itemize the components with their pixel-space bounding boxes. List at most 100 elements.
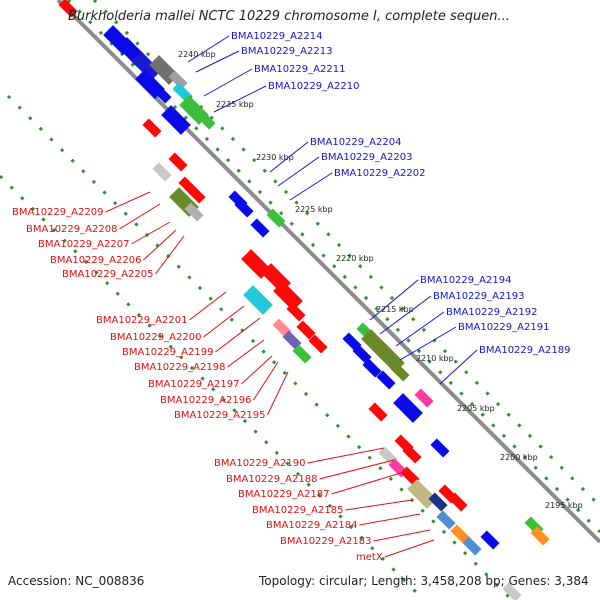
kbp-tick-label: 2210 kbp [416, 354, 454, 363]
reverse-gene-label[interactable]: BMA10229_A2201 [96, 315, 187, 326]
kbp-tick-label: 2200 kbp [500, 453, 538, 462]
reverse-gene-label[interactable]: BMA10229_A2209 [12, 207, 103, 218]
reverse-gene-label[interactable]: BMA10229_A2196 [160, 395, 251, 406]
feature-block [362, 358, 382, 378]
reverse-gene-label[interactable]: BMA10229_A2208 [26, 224, 117, 235]
topology-text: Topology: circular; Length: 3,458,208 bp… [259, 574, 589, 588]
guide-line-0 [6, 94, 514, 600]
feature-block [250, 218, 270, 238]
reverse-gene-label[interactable]: BMA10229_A2188 [226, 474, 317, 485]
forward-gene-leader [195, 50, 240, 73]
reverse-gene-label[interactable]: BMA10229_A2184 [266, 520, 357, 531]
kbp-tick-label: 2220 kbp [336, 254, 374, 263]
reverse-gene-label[interactable]: BMA10229_A2197 [148, 379, 239, 390]
forward-gene-label[interactable]: BMA10229_A2210 [268, 81, 359, 92]
feature-block [168, 152, 188, 172]
forward-gene-leader [399, 326, 457, 361]
kbp-tick-label: 2225 kbp [295, 205, 333, 214]
forward-gene-leader [379, 295, 432, 335]
forward-gene-label[interactable]: BMA10229_A2193 [433, 291, 524, 302]
reverse-gene-leader [131, 221, 171, 245]
kbp-tick-label: 2195 kbp [545, 501, 583, 510]
feature-block [172, 82, 192, 102]
feature-block [462, 536, 482, 556]
reverse-gene-label[interactable]: BMA10229_A2198 [134, 362, 225, 373]
forward-gene-label[interactable]: BMA10229_A2202 [334, 168, 425, 179]
feature-block [286, 302, 306, 322]
feature-block [530, 526, 550, 546]
feature-block [266, 208, 286, 228]
reverse-gene-label[interactable]: BMA10229_A2190 [214, 458, 305, 469]
reverse-gene-label[interactable]: BMA10229_A2187 [238, 489, 329, 500]
feature-block [414, 388, 434, 408]
feature-block [186, 184, 206, 204]
feature-block [428, 492, 448, 512]
reverse-gene-label[interactable]: BMA10229_A2185 [252, 505, 343, 516]
feature-block [243, 285, 273, 315]
feature-block [393, 393, 423, 423]
feature-blocks [58, 0, 550, 600]
reverse-gene-leader [373, 529, 431, 542]
reverse-gene-leader [227, 339, 265, 368]
reverse-gene-leader [119, 203, 161, 230]
forward-gene-label[interactable]: BMA10229_A2204 [310, 137, 401, 148]
accession-text: Accession: NC_008836 [8, 574, 145, 588]
reverse-gene-leader [253, 361, 279, 401]
kbp-tick-label: 2230 kbp [256, 153, 294, 162]
reverse-gene-label[interactable]: BMA10229_A2195 [174, 410, 265, 421]
feature-block [234, 198, 254, 218]
reverse-gene-leader [307, 447, 385, 464]
reverse-gene-leader [143, 229, 177, 261]
feature-block [282, 330, 302, 350]
feature-block [407, 479, 437, 509]
forward-gene-label[interactable]: BMA10229_A2192 [446, 307, 537, 318]
forward-gene-label[interactable]: BMA10229_A2191 [458, 322, 549, 333]
reverse-gene-leader [215, 317, 261, 353]
forward-gene-leader [269, 141, 309, 173]
reverse-gene-leader [345, 499, 413, 511]
feature-block [168, 70, 188, 90]
kbp-tick-label: 2205 kbp [457, 404, 495, 413]
reverse-gene-leader [155, 235, 185, 275]
reverse-gene-label[interactable]: BMA10229_A2200 [110, 332, 201, 343]
feature-block [436, 510, 456, 530]
forward-gene-label[interactable]: BMA10229_A2194 [420, 275, 511, 286]
reverse-gene-leader [266, 371, 289, 416]
reverse-gene-leader [189, 291, 227, 321]
reverse-gene-label[interactable]: BMA10229_A2206 [50, 255, 141, 266]
reverse-gene-label[interactable]: BMA10229_A2183 [280, 536, 371, 547]
feature-block [502, 582, 522, 600]
reverse-gene-leader [105, 191, 151, 213]
feature-block [58, 0, 78, 18]
forward-gene-label[interactable]: BMA10229_A2213 [241, 46, 332, 57]
feature-block [142, 118, 162, 138]
forward-gene-label[interactable]: BMA10229_A2203 [321, 152, 412, 163]
forward-gene-label[interactable]: BMA10229_A2211 [254, 64, 345, 75]
reverse-gene-label[interactable]: BMA10229_A2199 [122, 347, 213, 358]
reverse-gene-leader [331, 471, 405, 495]
forward-gene-leader [213, 85, 267, 113]
forward-gene-label[interactable]: BMA10229_A2189 [479, 345, 570, 356]
reverse-gene-leader [203, 305, 245, 338]
reverse-gene-label[interactable]: BMA10229_A2207 [38, 239, 129, 250]
feature-block [292, 344, 312, 364]
forward-gene-leader [187, 35, 230, 63]
reverse-gene-labels: BMA10229_A2209BMA10229_A2208BMA10229_A22… [12, 191, 435, 563]
forward-gene-leader [277, 156, 320, 187]
forward-gene-leader [395, 311, 445, 347]
reverse-gene-label[interactable]: BMA10229_A2205 [62, 269, 153, 280]
forward-gene-label[interactable]: BMA10229_A2214 [231, 31, 322, 42]
reverse-gene-label[interactable]: metX [356, 552, 383, 563]
kbp-tick-label: 2240 kbp [178, 50, 216, 59]
feature-block [376, 370, 396, 390]
guide-line-1 [66, 0, 600, 534]
feature-block [448, 492, 468, 512]
feature-block [152, 162, 172, 182]
feature-block [152, 84, 172, 104]
forward-gene-leader [439, 349, 478, 385]
feature-block [161, 105, 191, 135]
feature-block [131, 51, 161, 81]
